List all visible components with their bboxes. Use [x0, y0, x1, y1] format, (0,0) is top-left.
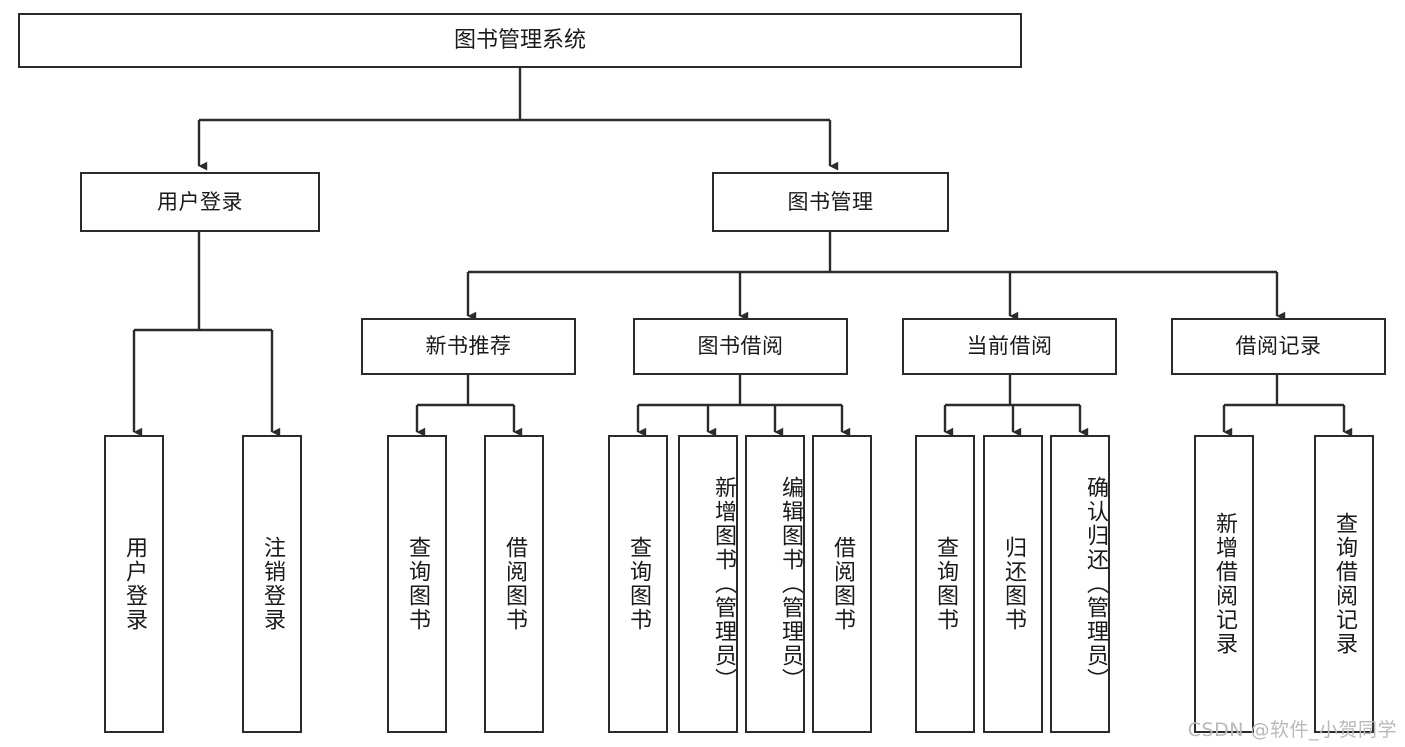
node-user-login[interactable]: 用户登录: [80, 172, 320, 232]
leaf-confirm-return-admin[interactable]: 确认归还（管理员）: [1050, 435, 1110, 733]
node-borrow-record[interactable]: 借阅记录: [1171, 318, 1386, 375]
node-new-book-recommend[interactable]: 新书推荐: [361, 318, 576, 375]
leaf-return-book[interactable]: 归还图书: [983, 435, 1043, 733]
node-label: 借阅图书: [829, 536, 855, 632]
leaf-logout[interactable]: 注销登录: [242, 435, 302, 733]
leaf-query-book-current[interactable]: 查询图书: [915, 435, 975, 733]
node-book-management[interactable]: 图书管理: [712, 172, 949, 232]
node-label: 用户登录: [121, 536, 147, 632]
node-label: 查询图书: [625, 536, 651, 632]
leaf-add-book-admin[interactable]: 新增图书（管理员）: [678, 435, 738, 733]
node-label: 图书管理: [787, 189, 874, 214]
node-label: 查询图书: [932, 536, 958, 632]
node-label: 图书管理系统: [453, 27, 586, 53]
watermark-text: CSDN @软件_小贺同学: [1187, 719, 1397, 741]
node-label: 借阅记录: [1235, 334, 1322, 359]
leaf-borrow-book-recommend[interactable]: 借阅图书: [484, 435, 544, 733]
node-label: 确认归还（管理员）: [1083, 476, 1108, 692]
node-label: 查询借阅记录: [1331, 512, 1357, 656]
node-label: 图书借阅: [697, 334, 784, 359]
node-book-borrow[interactable]: 图书借阅: [633, 318, 848, 375]
node-label: 查询图书: [404, 536, 430, 632]
leaf-query-borrow-record[interactable]: 查询借阅记录: [1314, 435, 1374, 733]
node-current-borrow[interactable]: 当前借阅: [902, 318, 1117, 375]
node-label: 归还图书: [1000, 536, 1026, 632]
node-label: 借阅图书: [501, 536, 527, 632]
node-label: 新增借阅记录: [1211, 512, 1237, 656]
leaf-user-login[interactable]: 用户登录: [104, 435, 164, 733]
node-label: 当前借阅: [966, 334, 1053, 359]
leaf-borrow-book[interactable]: 借阅图书: [812, 435, 872, 733]
node-label: 新书推荐: [425, 334, 512, 359]
node-label: 新增图书（管理员）: [711, 476, 736, 692]
node-root-book-management-system[interactable]: 图书管理系统: [18, 13, 1022, 68]
leaf-query-book-recommend[interactable]: 查询图书: [387, 435, 447, 733]
leaf-query-book-borrow[interactable]: 查询图书: [608, 435, 668, 733]
leaf-add-borrow-record[interactable]: 新增借阅记录: [1194, 435, 1254, 733]
node-label: 编辑图书（管理员）: [778, 476, 803, 692]
node-label: 注销登录: [259, 536, 285, 632]
node-label: 用户登录: [157, 189, 243, 214]
leaf-edit-book-admin[interactable]: 编辑图书（管理员）: [745, 435, 805, 733]
